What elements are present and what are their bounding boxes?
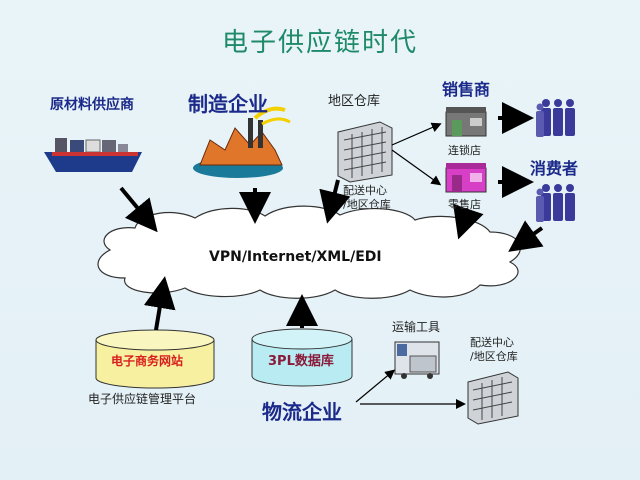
arrow-consumer-to-network bbox=[508, 220, 544, 252]
network-label: VPN/Internet/XML/EDI bbox=[209, 249, 382, 265]
truck-icon bbox=[394, 341, 440, 379]
factory-icon bbox=[193, 106, 291, 178]
cargo-ship-icon bbox=[44, 138, 142, 172]
distribution-center-bottom-label: 配送中心 /地区仓库 bbox=[470, 336, 518, 363]
database-icon bbox=[95, 329, 215, 389]
raw-supplier-label: 原材料供应商 bbox=[50, 97, 134, 113]
logistics-label: 物流企业 bbox=[262, 400, 342, 424]
store-icon bbox=[445, 163, 487, 193]
cloud-icon bbox=[97, 205, 521, 299]
retail-store-label: 零售店 bbox=[448, 198, 481, 211]
chain-store-label: 连锁店 bbox=[448, 144, 481, 157]
arrow-ecommerce-to-network bbox=[143, 276, 176, 331]
manufacturer-label: 制造企业 bbox=[188, 92, 268, 116]
transport-label: 运输工具 bbox=[392, 320, 441, 334]
store-icon bbox=[445, 107, 487, 137]
arrow-warehouse-to-chain bbox=[391, 122, 442, 146]
arrow-retail-to-network bbox=[453, 203, 484, 240]
arrow-warehouse-to-retail bbox=[391, 149, 442, 186]
scm-platform-label: 电子供应链管理平台 bbox=[88, 392, 197, 406]
page-title: 电子供应链时代 bbox=[221, 28, 418, 58]
ecommerce-site-label: 电子商务网站 bbox=[111, 354, 184, 368]
arrow-supplier-to-network bbox=[119, 186, 158, 233]
people-icon bbox=[536, 99, 575, 137]
regional-warehouse-label: 地区仓库 bbox=[328, 94, 381, 109]
arrow-warehouse-to-network bbox=[319, 179, 351, 224]
warehouse-icon bbox=[337, 121, 393, 183]
database-icon bbox=[251, 328, 353, 387]
consumer-label: 消费者 bbox=[530, 159, 579, 178]
people-icon bbox=[536, 184, 575, 222]
distributor-label: 销售商 bbox=[442, 80, 491, 99]
warehouse-icon bbox=[467, 371, 519, 425]
tpl-database-label: 3PL数据库 bbox=[268, 354, 334, 369]
distribution-center-label: 配送中心 /地区仓库 bbox=[343, 184, 391, 211]
arrow-logistics-to-transport bbox=[355, 369, 396, 403]
